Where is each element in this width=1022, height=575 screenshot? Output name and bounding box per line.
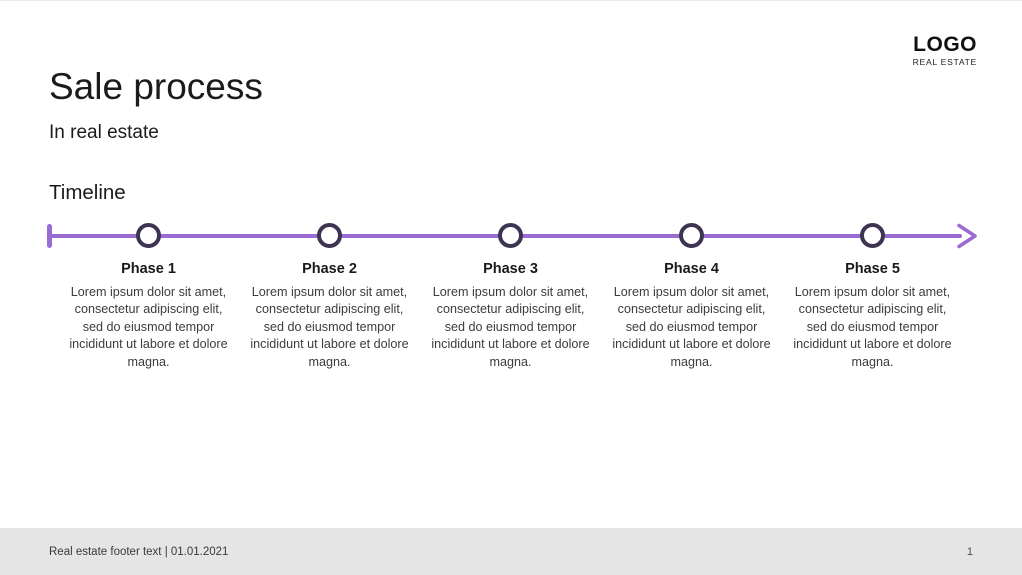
timeline-node-cell — [420, 214, 601, 258]
phase-description: Lorem ipsum dolor sit amet, consectetur … — [431, 284, 590, 369]
phase-description: Lorem ipsum dolor sit amet, consectetur … — [612, 284, 771, 369]
footer: Real estate footer text | 01.01.2021 1 — [0, 528, 1022, 575]
footer-text: Real estate footer text | 01.01.2021 — [49, 545, 229, 558]
phase-item: Phase 4 Lorem ipsum dolor sit amet, cons… — [601, 261, 782, 372]
phase-description: Lorem ipsum dolor sit amet, consectetur … — [793, 284, 952, 369]
timeline-node-circle — [679, 223, 704, 249]
phase-item: Phase 1 Lorem ipsum dolor sit amet, cons… — [58, 261, 239, 372]
timeline-node-circle — [860, 223, 885, 249]
phase-title: Phase 5 — [845, 260, 900, 277]
timeline-node-circle — [317, 223, 342, 249]
phases-row: Phase 1 Lorem ipsum dolor sit amet, cons… — [58, 261, 1022, 372]
phase-description: Lorem ipsum dolor sit amet, consectetur … — [250, 284, 409, 369]
timeline-node-circle — [498, 223, 523, 249]
phase-item: Phase 2 Lorem ipsum dolor sit amet, cons… — [239, 261, 420, 372]
arrow-right-icon — [957, 223, 977, 248]
timeline-node-cell — [58, 214, 239, 258]
timeline-node-cell — [782, 214, 963, 258]
timeline-node-cell — [601, 214, 782, 258]
timeline — [0, 214, 1022, 258]
phase-title: Phase 4 — [664, 260, 719, 277]
phase-title: Phase 2 — [302, 260, 357, 277]
logo-text: LOGO — [913, 33, 977, 56]
timeline-node-cell — [239, 214, 420, 258]
logo: LOGO REAL ESTATE — [913, 33, 977, 67]
timeline-nodes — [58, 214, 963, 258]
phase-description: Lorem ipsum dolor sit amet, consectetur … — [69, 284, 228, 369]
phase-item: Phase 3 Lorem ipsum dolor sit amet, cons… — [420, 261, 601, 372]
timeline-node-circle — [136, 223, 161, 249]
page-subtitle: In real estate — [49, 121, 159, 143]
timeline-heading: Timeline — [49, 180, 126, 204]
phase-title: Phase 3 — [483, 260, 538, 277]
page-title: Sale process — [49, 66, 263, 107]
phase-item: Phase 5 Lorem ipsum dolor sit amet, cons… — [782, 261, 963, 372]
phase-title: Phase 1 — [121, 260, 176, 277]
page-number: 1 — [966, 545, 973, 558]
timeline-start-tick — [47, 223, 52, 248]
logo-tagline: REAL ESTATE — [912, 57, 977, 68]
